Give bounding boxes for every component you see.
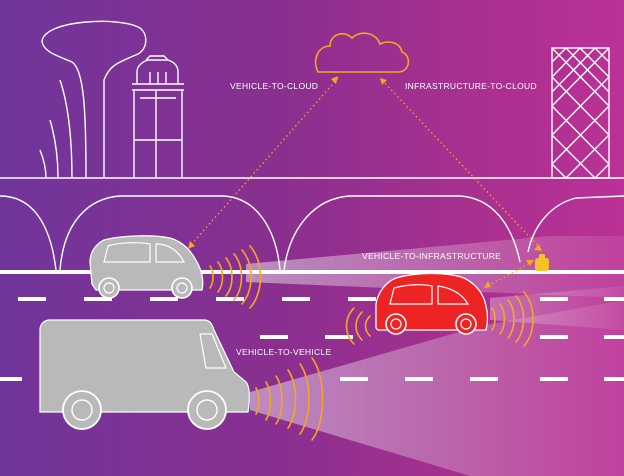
beacon-icon (535, 254, 549, 271)
vehicle-to-infrastructure-label: VEHICLE-TO-INFRASTRUCTURE (362, 251, 502, 261)
cloud-icon (314, 32, 410, 73)
infrastructure-to-cloud-label: INFRASTRUCTURE-TO-CLOUD (405, 81, 537, 91)
road (0, 270, 624, 381)
signal-waves-icon (209, 245, 534, 441)
arrow-heads (188, 76, 542, 288)
lattice-building-icon (551, 47, 610, 179)
van-icon (39, 319, 250, 430)
connection-lines (189, 77, 541, 287)
car-icon (89, 235, 204, 299)
skyline (0, 20, 624, 179)
tower-icon (39, 20, 147, 179)
vehicle-to-cloud-label: VEHICLE-TO-CLOUD (230, 81, 319, 91)
water-tower-icon (132, 55, 184, 178)
car-icon (375, 272, 489, 335)
vehicle-to-vehicle-label: VEHICLE-TO-VEHICLE (236, 347, 332, 357)
